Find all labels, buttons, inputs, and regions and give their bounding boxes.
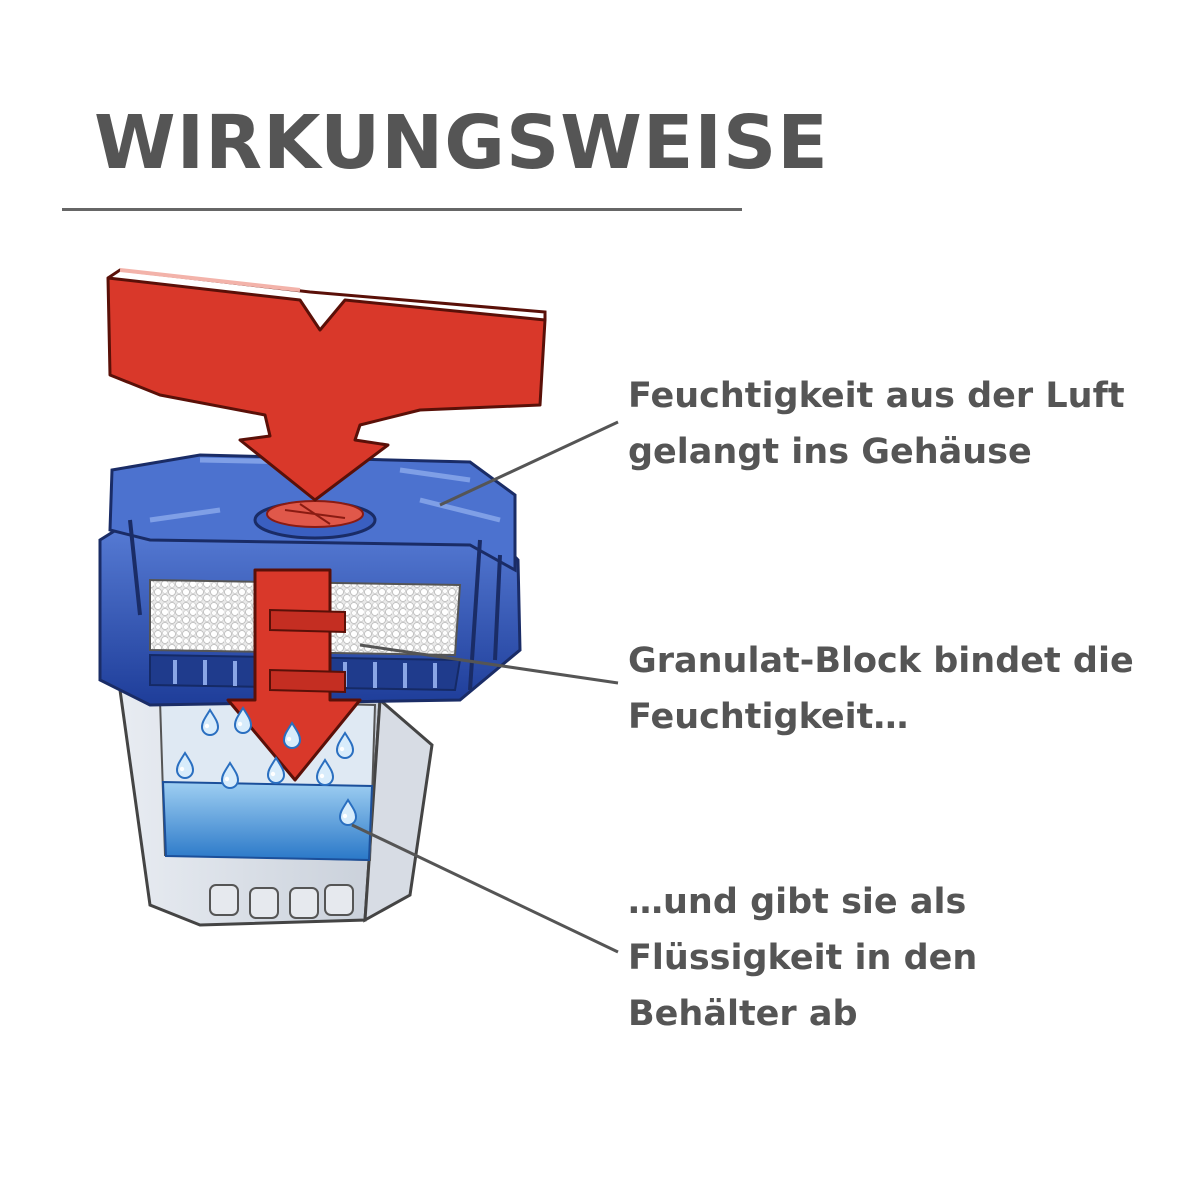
caption-3-line-2: Flüssigkeit in den [628, 938, 978, 978]
caption-3-line-3: Behälter ab [628, 994, 858, 1034]
leader-line-2 [359, 643, 619, 685]
caption-2-line-2: Feuchtigkeit… [628, 697, 909, 737]
leader-lines [351, 420, 619, 954]
page-title: WIRKUNGSWEISE [94, 100, 829, 186]
caption-air-moisture: Feuchtigkeit aus der Luft gelangt ins Ge… [628, 368, 1125, 480]
moisture-flow-arrow [226, 568, 362, 782]
air-inflow-arrow [106, 268, 547, 502]
caption-granulate: Granulat-Block bindet die Feuchtigkeit… [628, 633, 1134, 745]
leader-line-3 [351, 823, 619, 954]
leader-line-1 [439, 420, 619, 507]
caption-2-line-1: Granulat-Block bindet die [628, 641, 1134, 681]
caption-1-line-2: gelangt ins Gehäuse [628, 432, 1032, 472]
caption-1-line-1: Feuchtigkeit aus der Luft [628, 376, 1125, 416]
title-underline [62, 208, 742, 211]
caption-3-line-1: …und gibt sie als [628, 882, 967, 922]
caption-liquid: …und gibt sie als Flüssigkeit in den Beh… [628, 874, 977, 1042]
